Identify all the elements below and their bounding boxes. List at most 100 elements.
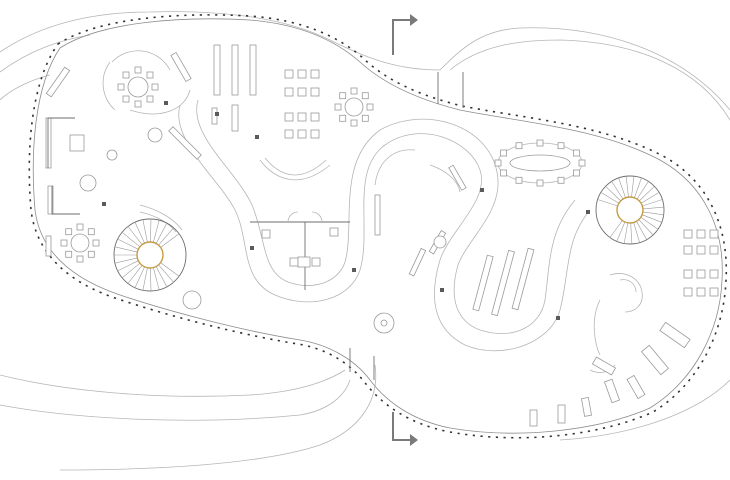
chair bbox=[536, 179, 544, 187]
chair bbox=[65, 250, 73, 258]
chair bbox=[134, 100, 142, 108]
stair-tread bbox=[640, 192, 660, 204]
stair-tread bbox=[625, 176, 629, 198]
chair bbox=[151, 83, 159, 91]
stair-tread bbox=[155, 223, 168, 244]
chair bbox=[573, 169, 580, 177]
chair bbox=[536, 139, 544, 147]
chair bbox=[134, 66, 142, 74]
stair-tread bbox=[609, 220, 623, 238]
chair bbox=[334, 103, 342, 111]
stair-tread bbox=[633, 222, 640, 243]
spiral-stair-east bbox=[595, 175, 665, 245]
building-envelope bbox=[28, 14, 728, 439]
entry-arrow-north bbox=[392, 14, 418, 55]
stair-tread bbox=[611, 181, 624, 200]
stair-tread bbox=[153, 267, 160, 290]
stair-tread bbox=[158, 227, 174, 246]
stair-tread bbox=[134, 266, 145, 288]
stair-tread bbox=[638, 219, 654, 236]
stair-tread bbox=[616, 221, 626, 242]
stair-tread bbox=[117, 238, 139, 250]
chair bbox=[76, 255, 84, 263]
stair-tread bbox=[642, 211, 664, 216]
chair bbox=[122, 95, 130, 103]
stair-tread bbox=[642, 199, 663, 207]
stair-tread bbox=[153, 220, 160, 243]
round-table-northwest bbox=[102, 50, 171, 111]
chair bbox=[87, 250, 95, 258]
chair bbox=[557, 176, 565, 184]
chair bbox=[515, 176, 523, 184]
central-walkway bbox=[178, 99, 591, 352]
round-table-north bbox=[334, 87, 374, 127]
stair-tread bbox=[121, 231, 141, 248]
stair-tread bbox=[158, 264, 174, 283]
stair-tread bbox=[623, 222, 629, 244]
l-partition bbox=[47, 117, 80, 215]
partitions bbox=[129, 89, 643, 373]
stair-tread bbox=[160, 262, 180, 277]
table-group-east bbox=[683, 229, 719, 297]
stair-tread bbox=[160, 233, 180, 248]
chair bbox=[500, 169, 508, 177]
chair bbox=[366, 103, 374, 111]
chair bbox=[87, 228, 95, 236]
chair bbox=[76, 223, 84, 231]
round-stools bbox=[79, 127, 447, 334]
stair-tread bbox=[631, 176, 635, 198]
stair-tread bbox=[142, 267, 148, 291]
columns bbox=[102, 101, 590, 320]
round-table-west bbox=[60, 223, 100, 263]
stair-tread bbox=[600, 192, 620, 204]
chair bbox=[573, 149, 580, 157]
chair bbox=[578, 159, 586, 167]
stair-tread bbox=[121, 262, 141, 279]
stair-tread bbox=[605, 186, 621, 202]
stair-tread bbox=[150, 218, 152, 243]
chair bbox=[92, 239, 100, 247]
stair-tread bbox=[639, 186, 655, 202]
chair bbox=[117, 83, 125, 91]
stair-tread bbox=[127, 226, 143, 245]
stair-tread bbox=[114, 257, 138, 264]
chair bbox=[122, 71, 130, 79]
stair-tread bbox=[150, 267, 152, 292]
chair bbox=[65, 228, 73, 236]
stair-tread bbox=[618, 177, 626, 198]
stair-tread bbox=[636, 181, 649, 200]
chair bbox=[146, 71, 154, 79]
chair bbox=[146, 95, 154, 103]
stair-tread bbox=[597, 199, 618, 207]
stair-tread bbox=[127, 265, 143, 284]
site-outline bbox=[0, 11, 730, 471]
chair bbox=[361, 92, 369, 100]
stair-tread bbox=[630, 222, 633, 244]
chair bbox=[60, 239, 68, 247]
entry-arrow-south bbox=[392, 412, 418, 446]
chair bbox=[339, 114, 347, 122]
stair-tread bbox=[142, 219, 148, 243]
stair-tread bbox=[640, 217, 659, 230]
chair bbox=[350, 119, 358, 127]
chair bbox=[557, 142, 565, 150]
stair-tread bbox=[117, 260, 139, 272]
oval-table bbox=[494, 139, 586, 187]
table-group-center bbox=[261, 227, 339, 268]
table-group-north bbox=[284, 69, 320, 139]
stair-tread bbox=[155, 266, 168, 287]
chair bbox=[500, 149, 508, 157]
bookshelves bbox=[45, 44, 691, 427]
chair bbox=[339, 92, 347, 100]
chair bbox=[515, 142, 523, 150]
chair bbox=[361, 114, 369, 122]
stair-tread bbox=[641, 214, 662, 223]
chair bbox=[350, 87, 358, 95]
chair bbox=[494, 159, 502, 167]
stair-tread bbox=[634, 177, 642, 198]
stair-tread bbox=[642, 206, 664, 210]
stair-tread bbox=[636, 221, 647, 240]
spiral-stair-west bbox=[113, 218, 187, 292]
stair-tread bbox=[134, 222, 145, 244]
